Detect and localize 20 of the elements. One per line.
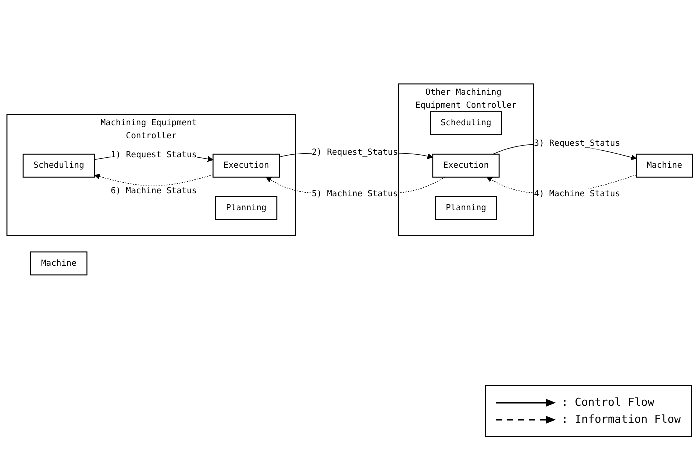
node-box bbox=[30, 252, 88, 276]
edge-label: 2) Request_Status bbox=[312, 148, 398, 158]
edge-label: 5) Machine_Status bbox=[312, 190, 398, 200]
cluster bbox=[398, 84, 534, 237]
edge-label: 6) Machine_Status bbox=[110, 186, 198, 196]
arrow bbox=[94, 174, 214, 187]
edge-label: 3) Request_Status bbox=[534, 139, 620, 149]
flowchart-drawing: Other Machining Equipment Controller Machining Equipment Controller 1) Request_Status 2) Request_Status 3) Request_Status 6) Machine_Status 5) Machine_Status 4) Machine_Status Scheduling Execution Planning Scheduling Execution Planning Machine Machine bbox=[2, 79, 698, 281]
legend-text: : Control Flow bbox=[562, 396, 654, 409]
node-box bbox=[212, 154, 280, 178]
node-box bbox=[435, 196, 498, 221]
node-box bbox=[215, 196, 278, 221]
node-box bbox=[430, 112, 502, 136]
node-box bbox=[636, 154, 694, 178]
node-box bbox=[432, 154, 500, 178]
legend-text: : Information Flow bbox=[562, 413, 681, 426]
node-box bbox=[22, 154, 96, 178]
cluster bbox=[6, 114, 296, 237]
edge-label: 1) Request_Status bbox=[110, 150, 198, 161]
edge-label: 4) Machine_Status bbox=[534, 190, 620, 200]
